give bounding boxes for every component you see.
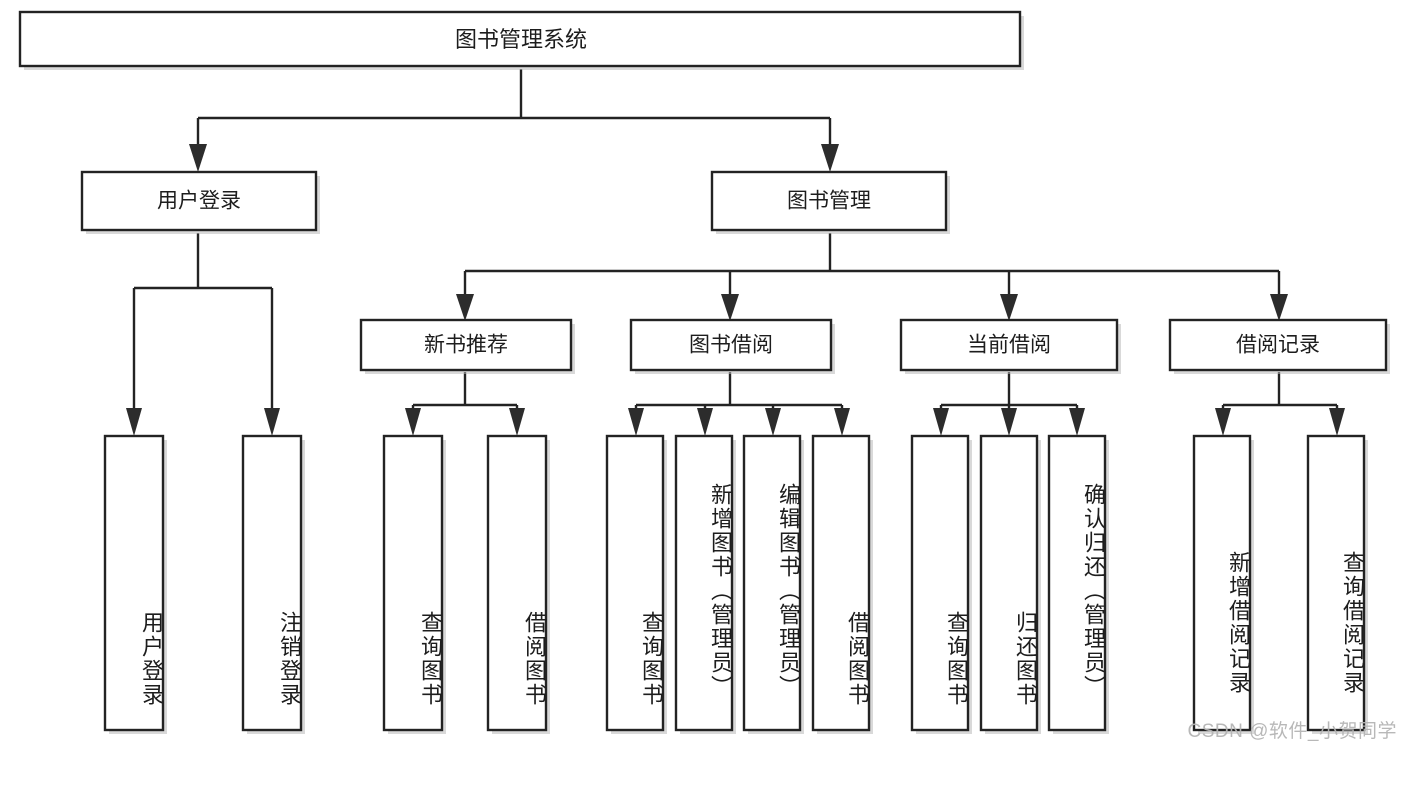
arrow-to-user-login-icon bbox=[189, 144, 207, 172]
node-new-book-recommend[interactable]: 新书推荐 bbox=[359, 318, 575, 374]
node-current-borrow-rect bbox=[899, 318, 1119, 372]
node-current-borrow-label: 当前借阅 bbox=[967, 334, 1051, 357]
node-leaf-return-book-rect bbox=[979, 434, 1039, 732]
node-new-book-recommend-label: 新书推荐 bbox=[424, 334, 508, 357]
node-leaf-add-record-rect bbox=[1192, 434, 1252, 732]
node-book-borrow-label: 图书借阅 bbox=[689, 334, 773, 357]
node-leaf-logout-login-rect bbox=[241, 434, 303, 732]
node-user-login-rect bbox=[80, 170, 318, 232]
connector-group-borrow-record bbox=[1215, 372, 1345, 436]
node-borrow-record-rect bbox=[1168, 318, 1388, 372]
node-leaf-user-login[interactable] bbox=[103, 434, 167, 734]
connector-group-user-login bbox=[126, 233, 280, 436]
arrow-leaf-logout-login-icon bbox=[264, 408, 280, 436]
node-leaf-add-book[interactable] bbox=[674, 434, 736, 734]
node-leaf-borrow-book-1-rect bbox=[486, 434, 548, 732]
node-book-management[interactable]: 图书管理 bbox=[710, 170, 950, 234]
flowchart-diagram: 图书管理系统 用户登录 图书管理 新书推荐 图书借阅 当前借阅 bbox=[18, 10, 1397, 742]
arrow-leaf-query-book-1-icon bbox=[405, 408, 421, 436]
arrow-leaf-borrow-book-1-icon bbox=[509, 408, 525, 436]
arrow-leaf-edit-book-icon bbox=[765, 408, 781, 436]
arrow-leaf-query-record-icon bbox=[1329, 408, 1345, 436]
arrow-leaf-query-book-3-icon bbox=[933, 408, 949, 436]
arrow-leaf-return-book-icon bbox=[1001, 408, 1017, 436]
node-leaf-query-book-3[interactable] bbox=[910, 434, 972, 734]
connector-group-book-borrow bbox=[628, 372, 850, 436]
node-leaf-add-record[interactable] bbox=[1192, 434, 1254, 734]
node-user-login[interactable]: 用户登录 bbox=[80, 170, 320, 234]
arrow-to-book-borrow-icon bbox=[721, 294, 739, 321]
node-leaf-borrow-book-2[interactable] bbox=[811, 434, 873, 734]
node-book-management-label: 图书管理 bbox=[787, 190, 871, 213]
connector-group-new-book-recommend bbox=[405, 372, 525, 436]
arrow-leaf-borrow-book-2-icon bbox=[834, 408, 850, 436]
node-borrow-record-label: 借阅记录 bbox=[1236, 334, 1320, 357]
arrow-leaf-query-book-2-icon bbox=[628, 408, 644, 436]
flowchart-canvas: 图书管理系统 用户登录 图书管理 新书推荐 图书借阅 当前借阅 bbox=[18, 10, 1390, 734]
node-book-borrow[interactable]: 图书借阅 bbox=[629, 318, 835, 374]
node-leaf-edit-book[interactable] bbox=[742, 434, 804, 734]
node-leaf-user-login-rect bbox=[103, 434, 165, 732]
arrow-to-new-book-recommend-icon bbox=[456, 294, 474, 321]
arrow-leaf-user-login-icon bbox=[126, 408, 142, 436]
node-leaf-return-book[interactable] bbox=[979, 434, 1041, 734]
connector-group-root bbox=[189, 69, 839, 172]
node-leaf-query-book-2[interactable] bbox=[605, 434, 667, 734]
node-leaf-add-book-rect bbox=[674, 434, 734, 732]
node-root[interactable]: 图书管理系统 bbox=[18, 10, 1024, 70]
node-leaf-edit-book-rect bbox=[742, 434, 802, 732]
node-current-borrow[interactable]: 当前借阅 bbox=[899, 318, 1121, 374]
node-leaf-confirm-return-rect bbox=[1047, 434, 1107, 732]
node-book-management-rect bbox=[710, 170, 948, 232]
node-leaf-confirm-return[interactable] bbox=[1047, 434, 1109, 734]
connector-group-book-management bbox=[456, 233, 1288, 321]
arrow-to-borrow-record-icon bbox=[1270, 294, 1288, 321]
node-leaf-query-book-1-rect bbox=[382, 434, 444, 732]
arrow-to-current-borrow-icon bbox=[1000, 294, 1018, 321]
node-leaf-query-book-3-rect bbox=[910, 434, 970, 732]
node-leaf-borrow-book-2-rect bbox=[811, 434, 871, 732]
arrow-leaf-add-record-icon bbox=[1215, 408, 1231, 436]
node-new-book-recommend-rect bbox=[359, 318, 573, 372]
node-leaf-query-book-1[interactable] bbox=[382, 434, 446, 734]
node-borrow-record[interactable]: 借阅记录 bbox=[1168, 318, 1390, 374]
connector-group-current-borrow bbox=[933, 372, 1085, 436]
csdn-watermark: CSDN @软件_小贺同学 bbox=[1187, 721, 1397, 742]
arrow-leaf-confirm-return-icon bbox=[1069, 408, 1085, 436]
node-root-label: 图书管理系统 bbox=[455, 27, 587, 52]
node-book-borrow-rect bbox=[629, 318, 833, 372]
arrow-leaf-add-book-icon bbox=[697, 408, 713, 436]
node-user-login-label: 用户登录 bbox=[157, 190, 241, 213]
node-leaf-query-book-2-rect bbox=[605, 434, 665, 732]
node-leaf-query-record-rect bbox=[1306, 434, 1366, 732]
arrow-to-book-management-icon bbox=[821, 144, 839, 172]
node-leaf-borrow-book-1[interactable] bbox=[486, 434, 550, 734]
node-leaf-query-record[interactable] bbox=[1306, 434, 1368, 734]
node-root-rect bbox=[18, 10, 1022, 68]
node-leaf-logout-login[interactable] bbox=[241, 434, 305, 734]
